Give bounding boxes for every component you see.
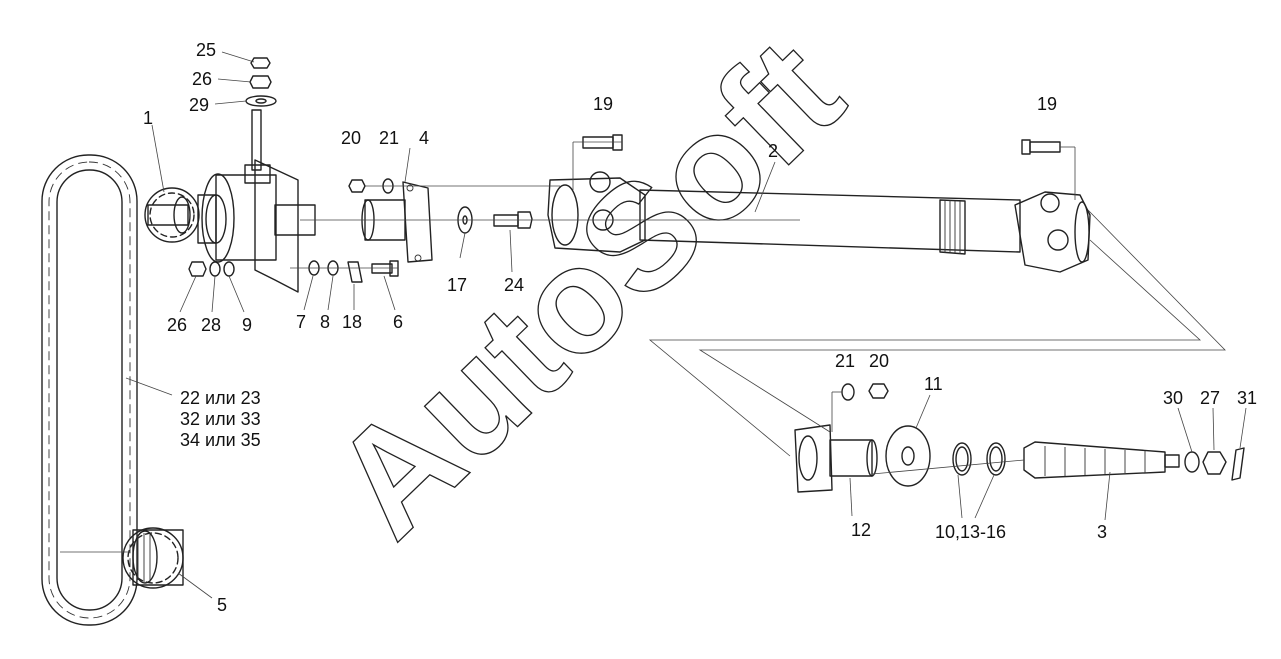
label-26-top: 26 [192,69,212,89]
label-24: 24 [504,275,524,295]
lower-sprocket [122,527,184,589]
label-21-top: 21 [379,128,399,148]
upper-sprocket [144,187,200,243]
label-19-left: 19 [593,94,613,114]
label-8: 8 [320,312,330,332]
label-19-right: 19 [1037,94,1057,114]
gearbox-housing [197,109,316,293]
label-25: 25 [196,40,216,60]
label-7: 7 [296,312,306,332]
label-6: 6 [393,312,403,332]
label-31: 31 [1237,388,1257,408]
label-18: 18 [342,312,362,332]
label-chain-line-2: 32 или 33 [180,409,261,429]
label-29: 29 [189,95,209,115]
watermark: AutoSoft [301,7,873,568]
label-17: 17 [447,275,467,295]
label-1: 1 [143,108,153,128]
small-fasteners-left [188,261,235,277]
label-20-top: 20 [341,128,361,148]
callout-labels: 25 26 29 1 20 21 4 19 2 19 26 28 9 7 8 1… [143,40,1257,615]
label-9: 9 [242,315,252,335]
label-chain-line-1: 22 или 23 [180,388,261,408]
label-chain-line-3: 34 или 35 [180,430,261,450]
label-20-bottom: 20 [869,351,889,371]
drive-chain [41,154,138,626]
label-10-13-16: 10,13-16 [935,522,1006,542]
lower-shaft-assembly [794,383,1245,493]
label-26-bottom: 26 [167,315,187,335]
label-30: 30 [1163,388,1183,408]
label-2: 2 [768,141,778,161]
label-21-bottom: 21 [835,351,855,371]
label-3: 3 [1097,522,1107,542]
label-11: 11 [924,374,943,394]
label-4: 4 [419,128,429,148]
label-5: 5 [217,595,227,615]
label-27: 27 [1200,388,1220,408]
label-28: 28 [201,315,221,335]
label-12: 12 [851,520,871,540]
leader-lines [60,51,1247,599]
flange-assembly [348,178,433,263]
